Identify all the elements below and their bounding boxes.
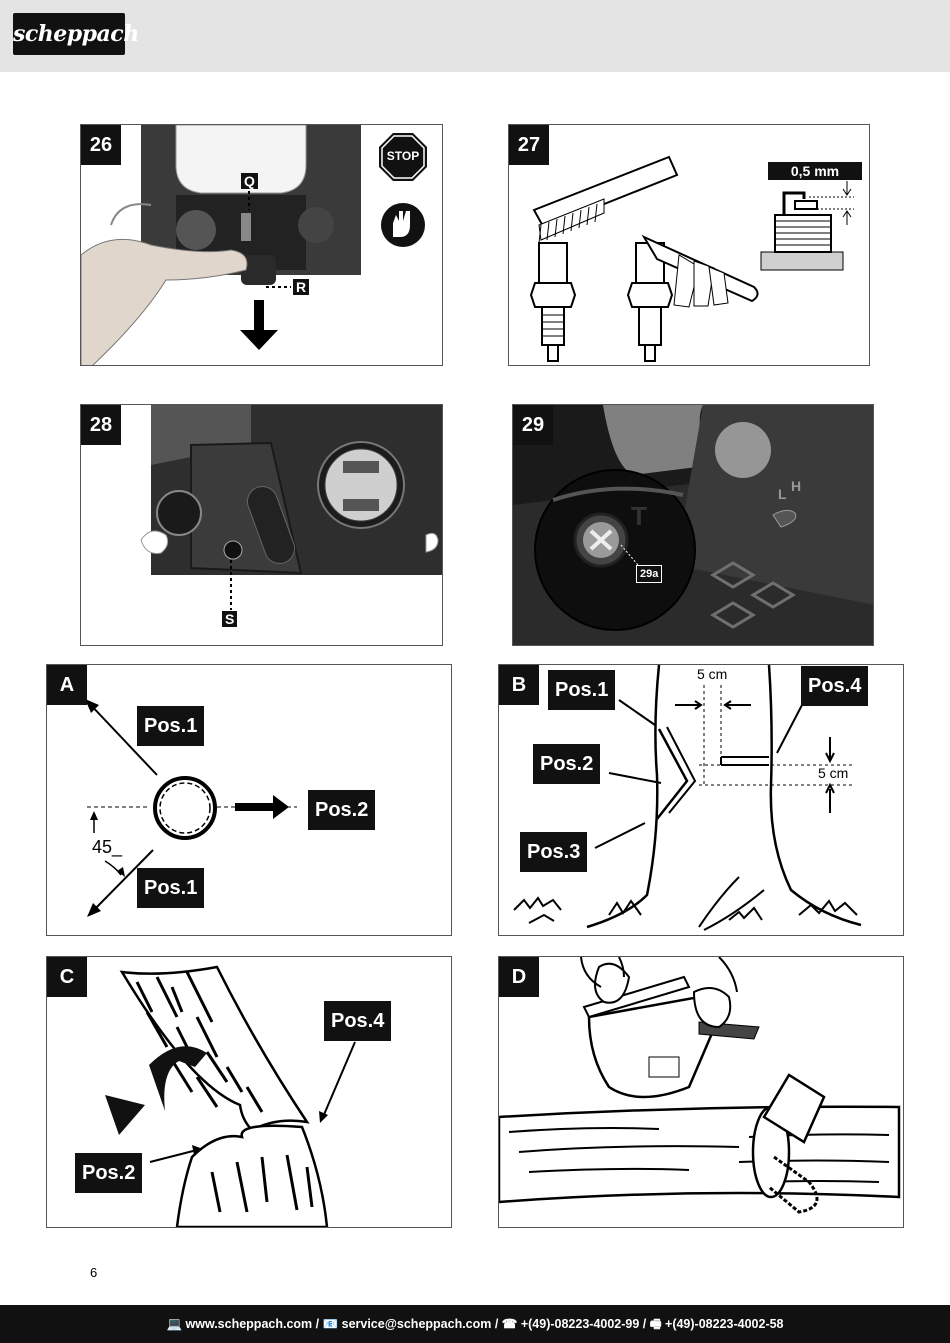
pos3-label: Pos.3 (520, 832, 588, 872)
dimension-top: 5 cm (697, 666, 728, 682)
stop-sign-icon (379, 133, 427, 181)
figure-d-illustration (499, 957, 901, 1214)
pos2-label: Pos.2 (533, 744, 601, 784)
figure-27-illustration (529, 155, 854, 362)
figure-29: 29 T L H 29a (512, 404, 874, 646)
stop-sign-text: STOP (386, 149, 420, 163)
figure-number: 26 (81, 125, 121, 165)
label-r: R (293, 279, 310, 295)
gap-measurement: 0,5 mm (768, 162, 862, 180)
figure-28-illustration (81, 405, 442, 645)
figure-d: D (498, 956, 904, 1228)
pos1-lower-label: Pos.1 (137, 868, 205, 908)
figure-number: D (499, 957, 539, 997)
figure-c: C Pos.4 Pos.2 (46, 956, 452, 1228)
figure-27: 27 0,5 mm (508, 124, 870, 366)
figure-number: B (499, 665, 539, 705)
label-q: Q (241, 173, 258, 189)
figure-number: C (47, 957, 87, 997)
figure-number: 27 (509, 125, 549, 165)
figure-number: A (47, 665, 87, 705)
pos1-upper-label: Pos.1 (137, 706, 205, 746)
figure-b-illustration (513, 665, 862, 931)
footer-contact-bar: 💻 www.scheppach.com / 📧 service@scheppac… (0, 1305, 950, 1343)
pos2-label: Pos.2 (308, 790, 376, 830)
figure-a: A Pos.1 Pos.2 Pos.1 45_ (46, 664, 452, 936)
page-number: 6 (90, 1265, 98, 1280)
wire-brush-icon (532, 155, 679, 244)
feeler-gauge-icon (641, 234, 759, 308)
figure-b: B Pos.1 Pos.2 Pos.3 Pos.4 5 cm 5 cm (498, 664, 904, 936)
figure-number: 28 (81, 405, 121, 445)
label-s: S (222, 611, 238, 627)
pos1-label: Pos.1 (548, 670, 616, 710)
label-29a: 29a (636, 565, 663, 583)
figure-26-illustration (81, 125, 442, 365)
angle-label: 45_ (92, 837, 123, 857)
figure-a-illustration (85, 699, 297, 917)
arrow-down-icon (240, 300, 278, 350)
brand-logo: scheppach (13, 13, 139, 55)
gloves-icon (381, 203, 425, 247)
pos4-label: Pos.4 (801, 666, 869, 706)
header-bar: scheppach (0, 0, 950, 72)
dimension-side: 5 cm (818, 765, 849, 781)
pos4-label: Pos.4 (324, 1001, 392, 1041)
spark-plug-icon (529, 242, 577, 362)
figure-28: 28 S (80, 404, 443, 646)
figure-26: 26 Q R STOP (80, 124, 443, 366)
pos2-label: Pos.2 (75, 1153, 143, 1193)
label-t: T (631, 501, 647, 531)
label-l: L (778, 486, 787, 502)
label-h: H (791, 478, 802, 494)
figure-c-illustration (105, 965, 356, 1227)
figure-29-illustration (513, 405, 873, 645)
figure-number: 29 (513, 405, 553, 445)
